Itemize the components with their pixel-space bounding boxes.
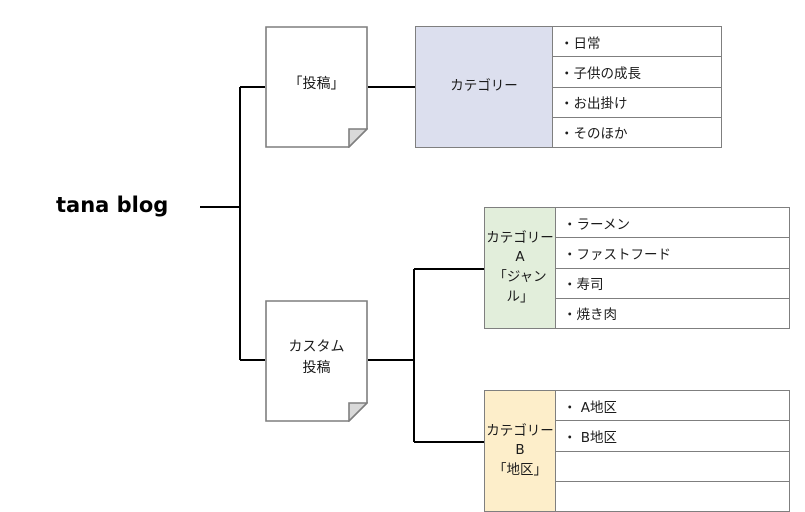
node-custom-post-label: カスタム 投稿 — [289, 337, 345, 385]
table-category-a-header-line1: カテゴリーA — [486, 229, 554, 266]
table-row[interactable] — [556, 482, 789, 511]
table-row[interactable]: ・日常 — [553, 27, 721, 58]
table-row[interactable]: ・ A地区 — [556, 391, 789, 422]
document-shape-icon — [265, 26, 368, 148]
table-category-b-header: カテゴリーB 「地区」 — [485, 391, 556, 511]
table-category-b-rows: ・ A地区 ・ B地区 — [556, 391, 789, 511]
document-shape-icon — [265, 300, 368, 422]
table-category-rows: ・日常 ・子供の成長 ・お出掛け ・そのほか — [553, 27, 721, 147]
table-category-a-header-line2: 「ジャンル」 — [493, 269, 547, 305]
table-category-a-header: カテゴリーA 「ジャンル」 — [485, 208, 556, 328]
node-custom-post-label-line1: カスタム — [288, 339, 345, 355]
root-label: tana blog — [56, 193, 169, 217]
table-category-b-header-line1: カテゴリーB — [486, 422, 554, 459]
table-row[interactable]: ・お出掛け — [553, 88, 721, 118]
table-row[interactable]: ・ラーメン — [556, 208, 789, 239]
table-category-b-header-line2: 「地区」 — [493, 461, 547, 478]
table-row[interactable] — [556, 452, 789, 482]
node-post[interactable]: 「投稿」 — [265, 26, 368, 148]
table-row[interactable]: ・子供の成長 — [553, 57, 721, 88]
table-row[interactable]: ・ B地区 — [556, 421, 789, 452]
node-custom-post[interactable]: カスタム 投稿 — [265, 300, 368, 422]
table-row[interactable]: ・ファストフード — [556, 238, 789, 269]
diagram-canvas: tana blog 「投稿」 カスタム 投稿 カテゴリー ・日常 ・子供の成長 … — [56, 26, 790, 512]
table-category-header: カテゴリー — [416, 27, 553, 147]
table-category[interactable]: カテゴリー ・日常 ・子供の成長 ・お出掛け ・そのほか — [415, 26, 722, 148]
table-row[interactable]: ・焼き肉 — [563, 307, 617, 324]
table-row[interactable]: ・寿司 — [556, 269, 789, 299]
node-post-label: 「投稿」 — [288, 75, 345, 92]
table-category-a[interactable]: カテゴリーA 「ジャンル」 ・ラーメン ・ファストフード ・寿司 ・焼き肉 — [484, 207, 790, 329]
table-category-a-rows: ・ラーメン ・ファストフード ・寿司 ・焼き肉 — [556, 208, 789, 328]
node-custom-post-label-line2: 投稿 — [302, 360, 331, 376]
table-row[interactable]: ・そのほか — [560, 126, 628, 143]
table-category-b[interactable]: カテゴリーB 「地区」 ・ A地区 ・ B地区 — [484, 390, 790, 512]
